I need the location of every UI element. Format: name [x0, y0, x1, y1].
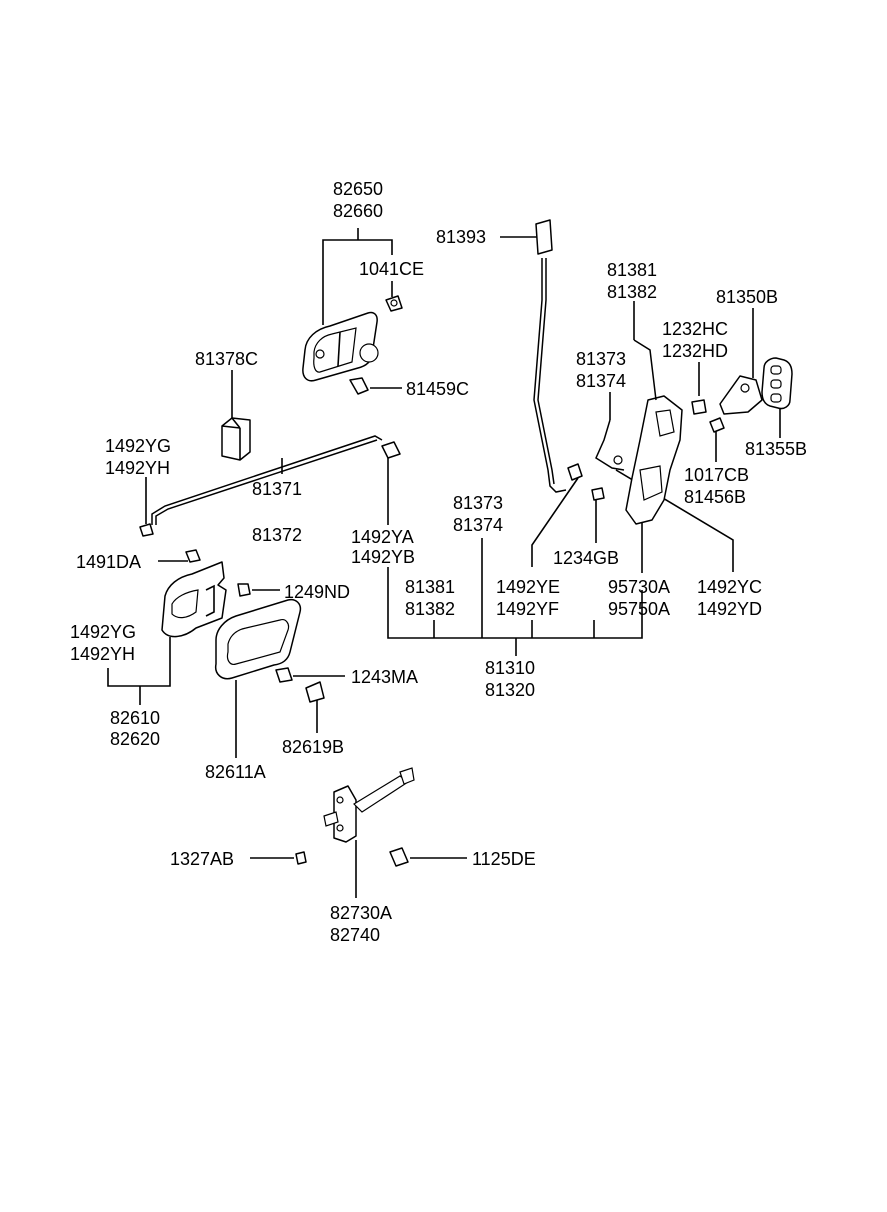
inside-handle-bracket — [161, 561, 227, 638]
label-1234gb: 1234GB — [553, 548, 620, 568]
door-checker — [323, 767, 415, 843]
clip-1041ce — [385, 295, 403, 312]
label-81355b: 81355B — [745, 439, 808, 459]
striker-81350b — [719, 375, 763, 415]
label-81456b: 81456B — [684, 487, 747, 507]
label-81372: 81372 — [252, 525, 303, 545]
screw-1234gb — [591, 487, 605, 501]
label-81382-top: 81382 — [607, 282, 658, 302]
latch-assembly — [595, 339, 683, 525]
label-81320: 81320 — [485, 680, 536, 700]
label-82619b: 82619B — [282, 737, 345, 757]
shim-81355b — [761, 357, 793, 410]
clip-1492ya — [381, 441, 401, 459]
label-1041ce: 1041CE — [359, 259, 425, 279]
rod-81371 — [151, 435, 383, 525]
label-1327ab: 1327AB — [170, 849, 235, 869]
label-81459c: 81459C — [406, 379, 470, 399]
label-81382-low: 81382 — [405, 599, 456, 619]
label-81373-top: 81373 — [576, 349, 627, 369]
label-1492yh-lower: 1492YH — [70, 644, 136, 664]
label-1232hd: 1232HD — [662, 341, 729, 361]
label-1492yd: 1492YD — [697, 599, 763, 619]
clip-1492ye — [567, 463, 583, 481]
screw-1243ma — [275, 667, 293, 683]
label-1492yh-upper: 1492YH — [105, 458, 171, 478]
label-81350b: 81350B — [716, 287, 779, 307]
bolt-1125de — [389, 847, 409, 867]
rod-81393 — [533, 219, 567, 493]
label-1492yb: 1492YB — [351, 547, 416, 567]
escutcheon-82611a — [214, 598, 302, 680]
screw-1232hc — [691, 399, 707, 415]
label-82650: 82650 — [332, 179, 384, 199]
label-1243ma: 1243MA — [351, 667, 419, 687]
label-82730a: 82730A — [330, 903, 393, 923]
outside-handle-part — [302, 311, 379, 382]
label-1492yg-upper: 1492YG — [105, 436, 172, 456]
label-82660: 82660 — [332, 201, 384, 221]
label-1492yf: 1492YF — [496, 599, 560, 619]
label-81310: 81310 — [485, 658, 536, 678]
label-1492ya: 1492YA — [351, 527, 414, 547]
label-82611a: 82611A — [205, 762, 266, 782]
label-81373-mid: 81373 — [453, 493, 504, 513]
label-82620: 82620 — [110, 729, 161, 749]
pad-82619b — [305, 681, 325, 703]
screw-1249nd — [237, 583, 251, 597]
label-1492yg-lower: 1492YG — [70, 622, 137, 642]
label-1491da: 1491DA — [76, 552, 142, 572]
label-1249nd: 1249ND — [284, 582, 351, 602]
screw-1017cb — [709, 417, 725, 433]
label-81374-top: 81374 — [576, 371, 627, 391]
label-1492yc: 1492YC — [697, 577, 763, 597]
label-1232hc: 1232HC — [662, 319, 729, 339]
label-82740: 82740 — [330, 925, 381, 945]
label-81371: 81371 — [252, 479, 303, 499]
clip-1492yg-upper — [139, 523, 154, 537]
label-81378c: 81378C — [195, 349, 259, 369]
label-81374-mid: 81374 — [453, 515, 504, 535]
clip-1491da — [185, 549, 201, 563]
nut-1327ab — [295, 851, 307, 865]
label-95750a: 95750A — [608, 599, 671, 619]
label-81381-low: 81381 — [405, 577, 456, 597]
label-81381-top: 81381 — [607, 260, 658, 280]
label-95730a: 95730A — [608, 577, 671, 597]
label-81393: 81393 — [436, 227, 487, 247]
block-81378c — [221, 417, 251, 461]
label-1125de: 1125DE — [472, 849, 536, 869]
label-1492ye: 1492YE — [496, 577, 561, 597]
label-1017cb: 1017CB — [684, 465, 750, 485]
label-82610: 82610 — [110, 708, 161, 728]
bolt-81459c — [349, 377, 369, 395]
